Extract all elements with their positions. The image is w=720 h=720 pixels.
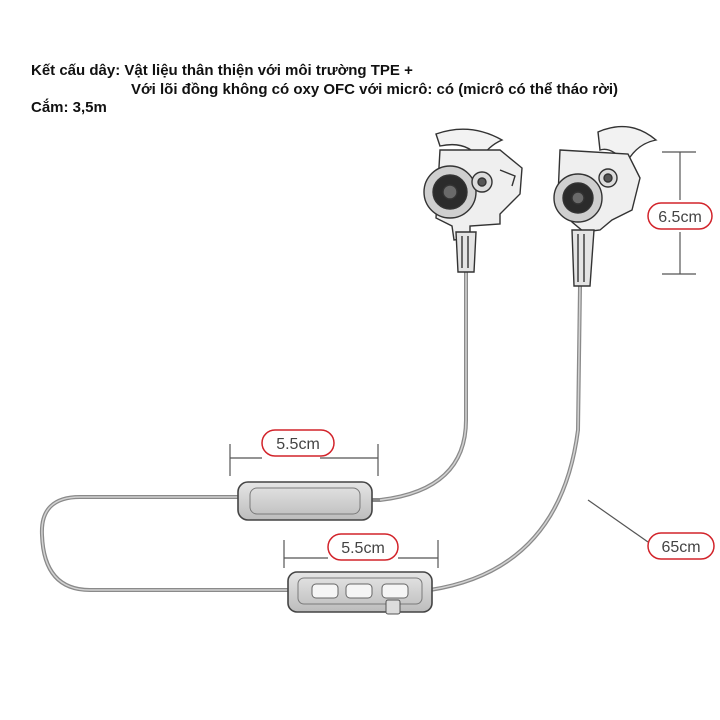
earbud-left-icon [423,128,523,273]
label-remote-width: 5.5cm [341,540,385,557]
label-cable-length-pill [647,532,715,560]
label-box-width-pill [261,429,335,457]
label-cable-length: 65cm [661,539,700,556]
label-box-width: 5.5cm [276,436,320,453]
leader-cable-length [587,499,649,543]
spec-plug: Cắm: 3,5m [31,99,107,116]
spec-cable-material: Kết cấu dây: Vật liệu thân thiện với môi… [31,62,413,79]
dimension-remote-width [283,540,439,568]
spec-core-microphone: Với lõi đồng không có oxy OFC với micrô:… [131,81,619,98]
microphone-icon [385,599,401,615]
dimension-earbud-height [662,151,696,275]
label-remote-width-pill [327,533,399,561]
earbud-right-icon [553,125,658,287]
remote-control-icon [287,571,433,615]
label-earbud-height: 6.5cm [658,209,702,226]
dimension-box-width [229,444,379,476]
label-earbud-height-pill [647,202,713,230]
battery-box-icon [237,481,373,521]
